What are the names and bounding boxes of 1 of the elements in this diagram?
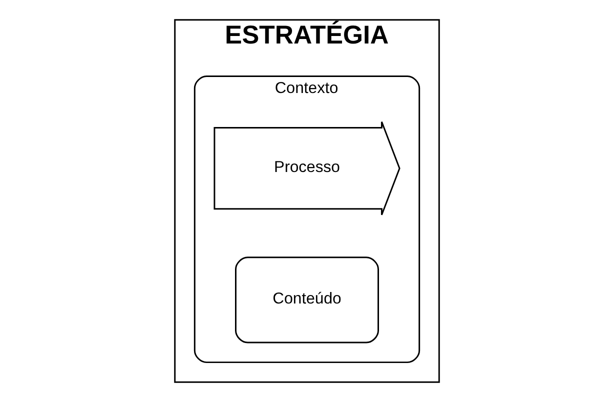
node-box: Conteúdo	[235, 256, 379, 344]
